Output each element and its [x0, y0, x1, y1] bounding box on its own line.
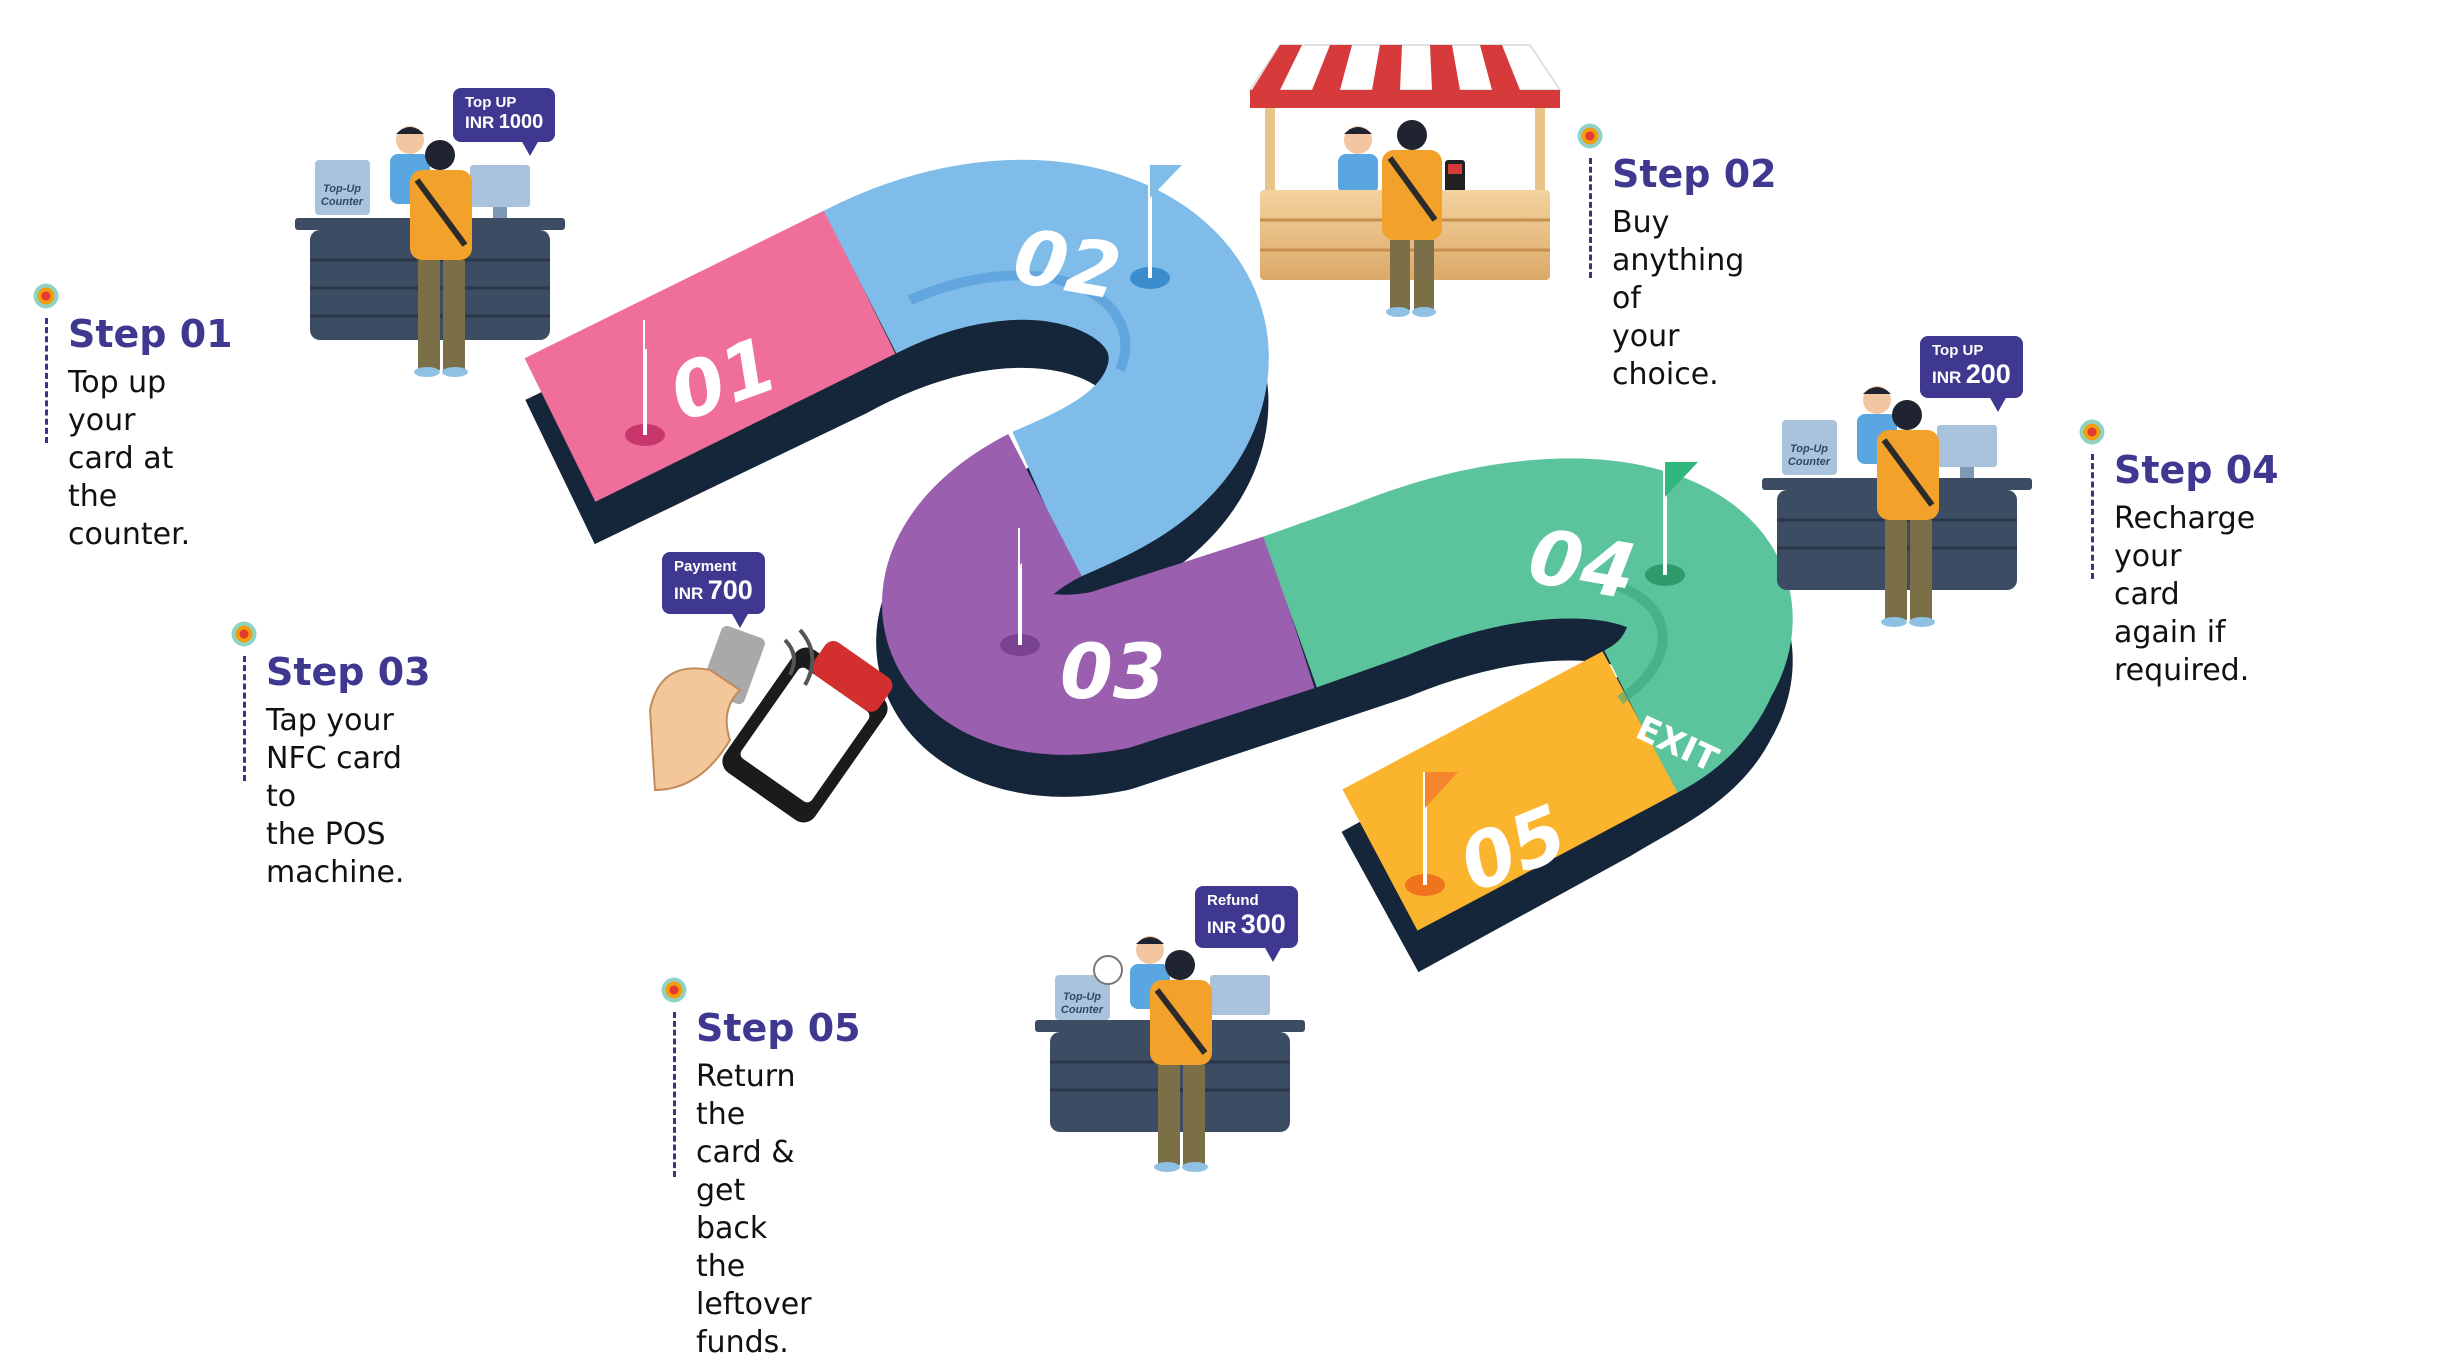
bubble-currency: INR	[465, 113, 495, 132]
bubble-topup-1000: Top UP INR 1000	[453, 88, 556, 156]
bubble-currency: INR	[1207, 918, 1237, 937]
bubble-amount: 1000	[498, 111, 544, 133]
step-title: Step 04	[2114, 448, 2279, 492]
road-label-02: 02	[1007, 211, 1127, 317]
flag-03	[1000, 528, 1052, 656]
location-pin-icon	[230, 620, 258, 648]
step-description: Tap your NFC card to the POS machine.	[266, 703, 405, 890]
step-title: Step 01	[68, 312, 233, 356]
bubble-label: Payment	[674, 558, 737, 575]
road-segment-04	[1263, 458, 1793, 794]
step-description: Top up your card at the counter.	[68, 365, 191, 552]
step-description: Return the card & get back the leftover …	[696, 1059, 812, 1360]
location-pin-icon	[2078, 418, 2106, 446]
bubble-label: Top UP	[1932, 342, 1984, 359]
bubble-amount: 700	[707, 575, 753, 605]
step-description: Recharge your card again if required.	[2114, 501, 2256, 688]
s-road	[524, 159, 1793, 973]
bubble-currency: INR	[1932, 368, 1962, 387]
bubble-label: Top UP	[465, 94, 517, 111]
flag-05	[1405, 772, 1458, 896]
market-stall-illustration	[1248, 44, 1562, 317]
road-label-04: 04	[1522, 511, 1642, 617]
step-description: Buy anything of your choice.	[1612, 205, 1745, 392]
topup-counter-illustration-3: Top-Up Counter	[1035, 936, 1305, 1172]
svg-text:Top-Up: Top-Up	[1790, 443, 1828, 455]
svg-text:Counter: Counter	[1061, 1004, 1104, 1016]
road-segment-03	[882, 433, 1315, 755]
step-title: Step 05	[696, 1006, 861, 1050]
road-label-03: 03	[1060, 627, 1166, 716]
flag-04	[1645, 462, 1698, 586]
bubble-amount: 300	[1240, 909, 1286, 939]
location-pin-icon	[32, 282, 60, 310]
bubble-payment-700: Payment INR 700	[662, 552, 765, 628]
svg-text:Counter: Counter	[1788, 456, 1831, 468]
svg-text:Top-Up: Top-Up	[1063, 991, 1101, 1003]
location-pin-icon	[1576, 122, 1604, 150]
step-title: Step 03	[266, 650, 431, 694]
bubble-label: Refund	[1207, 892, 1259, 909]
location-pin-icon	[660, 976, 688, 1004]
process-diagram: 01 02 03 04 05 EXIT Top-Up Counter	[295, 44, 2032, 1172]
bubble-currency: INR	[674, 584, 704, 603]
bubble-amount: 200	[1965, 359, 2011, 389]
topup-counter-illustration-1: Top-Up Counter	[295, 126, 565, 377]
svg-text:Top-Up: Top-Up	[323, 183, 361, 195]
pos-tap-illustration	[648, 625, 893, 823]
flag-01	[625, 320, 680, 446]
flag-02	[1130, 165, 1182, 289]
bubble-topup-200: Top UP INR 200	[1920, 336, 2023, 412]
road-segment-01	[524, 210, 896, 502]
road-segment-02	[823, 159, 1269, 579]
bubble-refund-300: Refund INR 300	[1195, 886, 1298, 962]
svg-text:Counter: Counter	[321, 196, 364, 208]
topup-counter-illustration-2: Top-Up Counter	[1762, 386, 2032, 627]
step-title: Step 02	[1612, 152, 1777, 196]
